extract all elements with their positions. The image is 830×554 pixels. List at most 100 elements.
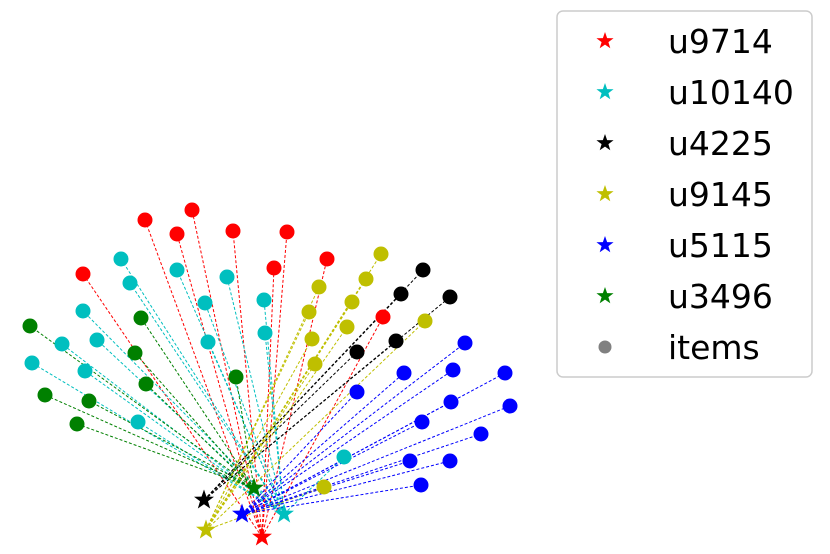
connection-line-u5115 bbox=[241, 405, 511, 515]
connection-line-u3496 bbox=[76, 423, 255, 489]
connection-line-u3496 bbox=[140, 317, 255, 489]
item-point-u10140 bbox=[336, 449, 352, 465]
connection-line-u10140 bbox=[204, 302, 285, 515]
item-point-u9145 bbox=[417, 313, 433, 329]
connection-line-u9145 bbox=[205, 301, 353, 531]
item-point-u3496 bbox=[22, 318, 38, 334]
legend-label-u3496: u3496 bbox=[668, 277, 773, 316]
item-point-u10140 bbox=[169, 262, 185, 278]
connection-line-u10140 bbox=[84, 370, 285, 515]
item-point-u3496 bbox=[127, 345, 143, 361]
item-point-u9714 bbox=[184, 202, 200, 218]
connection-line-u9145 bbox=[205, 326, 348, 531]
item-point-u5115 bbox=[402, 453, 418, 469]
item-point-u10140 bbox=[89, 332, 105, 348]
item-point-u4225 bbox=[415, 262, 431, 278]
connection-line-u9145 bbox=[205, 486, 325, 531]
legend-label-u5115: u5115 bbox=[668, 226, 773, 265]
item-point-u9714 bbox=[137, 212, 153, 228]
connection-line-u10140 bbox=[31, 362, 285, 515]
item-point-u9145 bbox=[304, 331, 320, 347]
connection-line-u3496 bbox=[88, 400, 255, 489]
connection-line-u5115 bbox=[241, 342, 466, 515]
item-points bbox=[22, 202, 518, 495]
item-point-u9145 bbox=[316, 479, 332, 495]
item-point-u9145 bbox=[339, 319, 355, 335]
item-point-u9145 bbox=[373, 246, 389, 262]
item-point-u5115 bbox=[414, 414, 430, 430]
connection-line-u9145 bbox=[205, 311, 310, 531]
legend-label-items: items bbox=[668, 328, 760, 367]
item-point-u9714 bbox=[266, 260, 282, 276]
connection-line-u4225 bbox=[203, 296, 451, 501]
connection-line-u9145 bbox=[205, 320, 426, 531]
connection-line-u5115 bbox=[241, 484, 422, 515]
connection-line-u9714 bbox=[261, 258, 328, 538]
item-point-u10140 bbox=[200, 334, 216, 350]
user-star-u10140 bbox=[274, 503, 294, 523]
connection-line-u3496 bbox=[145, 383, 255, 489]
item-point-u9714 bbox=[279, 224, 295, 240]
connection-line-u10140 bbox=[207, 341, 285, 515]
item-point-u9145 bbox=[358, 271, 374, 287]
item-point-u9714 bbox=[319, 251, 335, 267]
item-point-u9714 bbox=[75, 266, 91, 282]
item-point-u10140 bbox=[24, 355, 40, 371]
item-point-u9145 bbox=[311, 279, 327, 295]
connection-line-u10140 bbox=[137, 421, 285, 515]
legend-label-u10140: u10140 bbox=[668, 73, 794, 112]
item-point-u3496 bbox=[133, 310, 149, 326]
item-point-u9714 bbox=[225, 223, 241, 239]
item-point-u3496 bbox=[228, 369, 244, 385]
connection-line-u3496 bbox=[44, 394, 255, 489]
legend-marker-u3496 bbox=[596, 287, 614, 304]
item-point-u5115 bbox=[445, 362, 461, 378]
item-point-u10140 bbox=[122, 275, 138, 291]
item-point-u5115 bbox=[457, 335, 473, 351]
legend-marker-u5115 bbox=[596, 236, 614, 253]
item-point-u4225 bbox=[442, 289, 458, 305]
legend-marker-items bbox=[598, 340, 612, 354]
item-point-u5115 bbox=[502, 398, 518, 414]
item-point-u5115 bbox=[396, 365, 412, 381]
legend-label-u9145: u9145 bbox=[668, 175, 773, 214]
connection-line-u3496 bbox=[235, 376, 255, 489]
legend-marker-u4225 bbox=[596, 134, 614, 151]
item-point-u3496 bbox=[81, 393, 97, 409]
legend-marker-u9714 bbox=[596, 32, 614, 49]
item-point-u10140 bbox=[219, 269, 235, 285]
legend-marker-u10140 bbox=[596, 83, 614, 100]
item-point-u4225 bbox=[393, 286, 409, 302]
item-point-u10140 bbox=[197, 295, 213, 311]
connection-line-u10140 bbox=[176, 269, 285, 515]
item-point-u10140 bbox=[257, 325, 273, 341]
connection-line-u10140 bbox=[82, 310, 285, 515]
legend-box bbox=[556, 10, 813, 378]
connection-line-u9714 bbox=[82, 273, 263, 538]
connection-line-u9145 bbox=[205, 363, 316, 531]
item-point-u10140 bbox=[77, 363, 93, 379]
user-star-u9714 bbox=[252, 526, 272, 546]
item-point-u10140 bbox=[54, 336, 70, 352]
connection-line-u9145 bbox=[205, 338, 313, 531]
item-point-u5115 bbox=[442, 453, 458, 469]
connection-line-u5115 bbox=[241, 369, 454, 515]
connection-line-u5115 bbox=[241, 391, 358, 515]
item-point-u10140 bbox=[113, 251, 129, 267]
user-star-u9145 bbox=[196, 519, 216, 539]
user-star-u5115 bbox=[232, 503, 252, 523]
item-point-u9714 bbox=[169, 226, 185, 242]
item-point-u3496 bbox=[69, 416, 85, 432]
user-stars bbox=[194, 477, 294, 546]
connection-line-u10140 bbox=[129, 282, 285, 515]
item-point-u10140 bbox=[256, 292, 272, 308]
user-star-u4225 bbox=[194, 489, 214, 509]
legend-label-u9714: u9714 bbox=[668, 22, 773, 61]
item-point-u5115 bbox=[349, 384, 365, 400]
item-point-u5115 bbox=[413, 477, 429, 493]
connection-line-u5115 bbox=[241, 460, 451, 515]
item-point-u5115 bbox=[473, 426, 489, 442]
user-star-u3496 bbox=[244, 477, 264, 497]
item-point-u10140 bbox=[75, 303, 91, 319]
